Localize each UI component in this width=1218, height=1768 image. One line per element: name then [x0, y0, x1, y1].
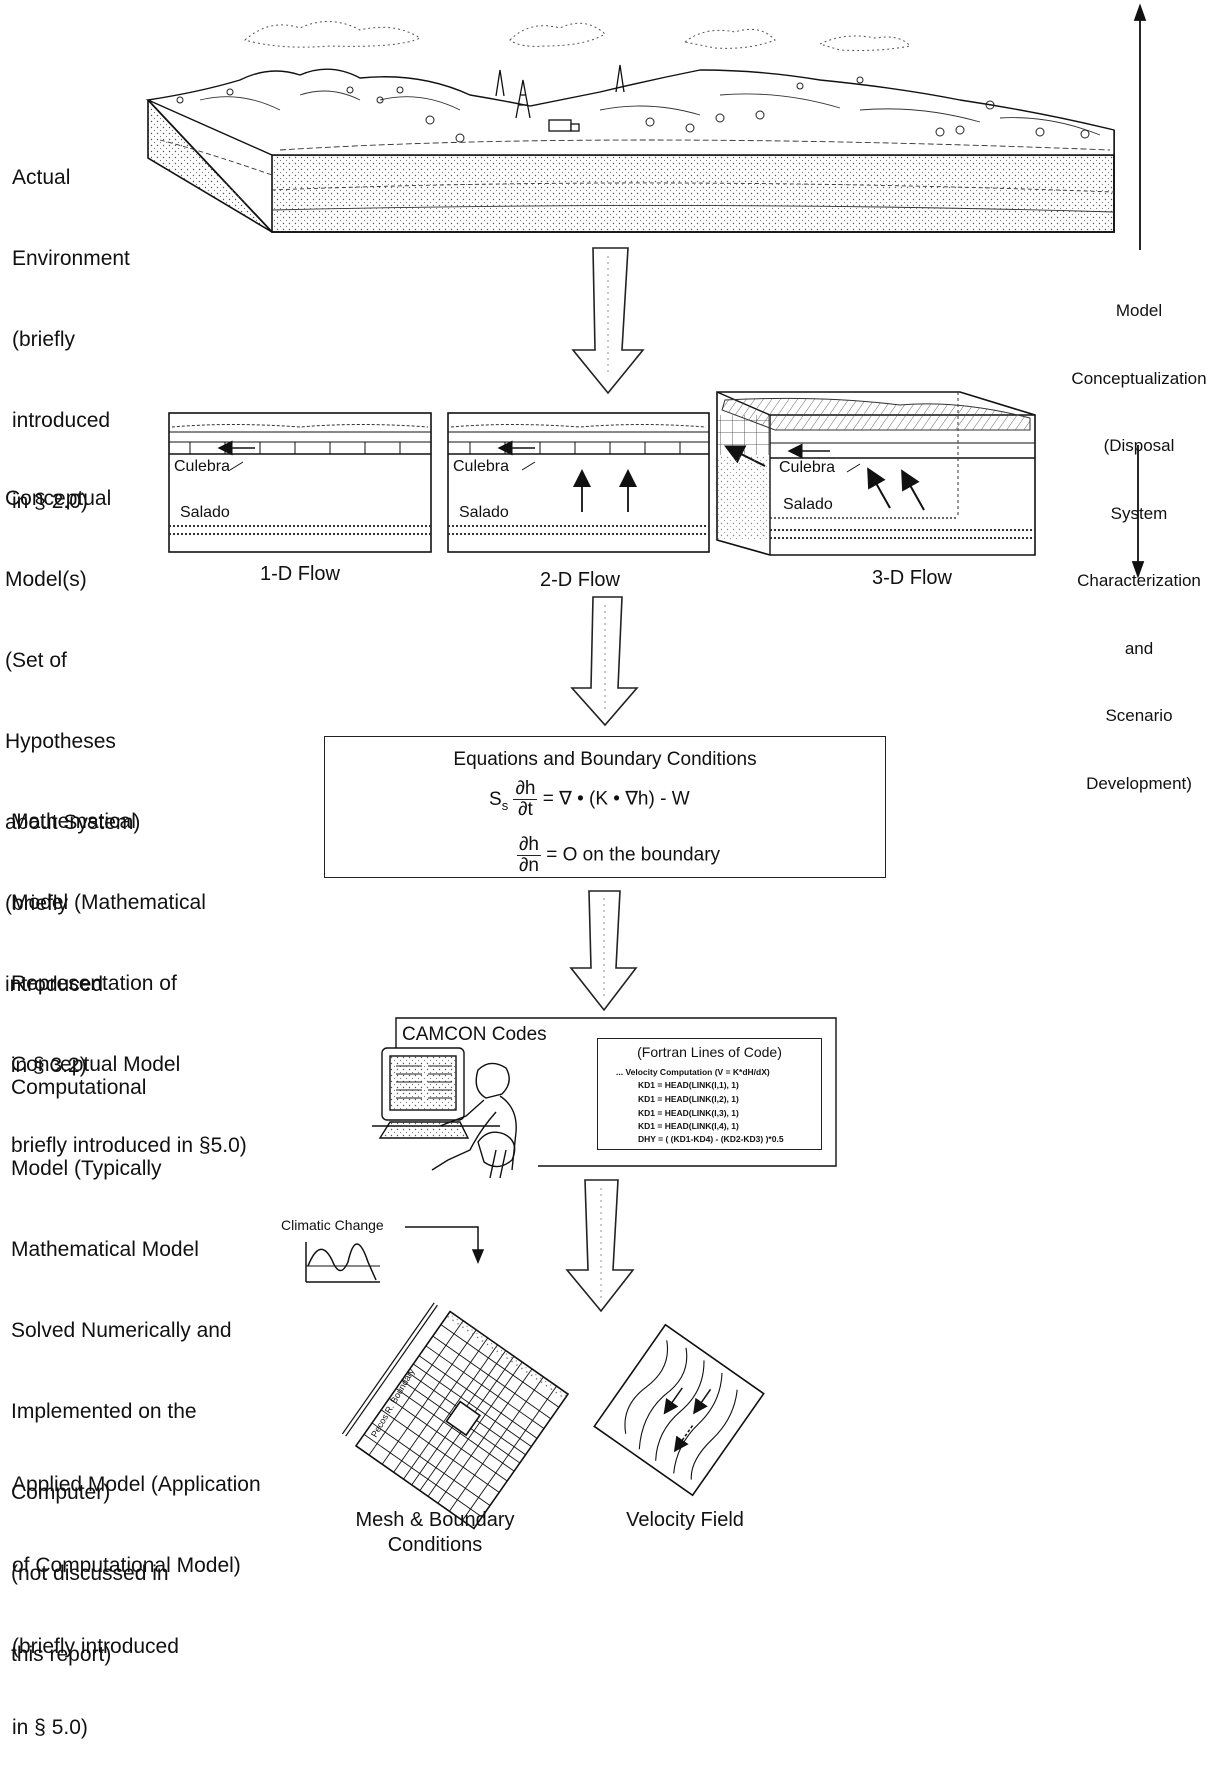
- side-line: Characterization: [1077, 571, 1201, 590]
- level-line: Representation of: [11, 972, 177, 995]
- level-line: Conceptual Model: [11, 1053, 181, 1076]
- level-line: Computer): [11, 1481, 111, 1504]
- level-applied-model: Applied Model (Application of Computatio…: [12, 1417, 261, 1768]
- level-line: (briefly introduced: [12, 1635, 179, 1658]
- equations-title: Equations and Boundary Conditions: [453, 749, 757, 770]
- level-mathematical-model: Mathematical Model (Mathematical Represe…: [11, 754, 247, 1186]
- code-line: KD1 = HEAD(LINK(I,3), 1): [638, 1108, 739, 1118]
- side-line: Development): [1086, 773, 1192, 793]
- level-line: Hypotheses: [5, 730, 116, 753]
- level-actual-environment: Actual Environment (briefly introduced i…: [12, 110, 130, 542]
- equation-rhs: = ∇ • (K • ∇h) - W: [542, 788, 690, 810]
- caption-1d-flow: 1-D Flow: [259, 563, 340, 585]
- caption-mesh-boundary: Mesh & Boundary Conditions: [320, 1508, 550, 1558]
- fortran-code-box: (Fortran Lines of Code) ... Velocity Com…: [597, 1038, 822, 1150]
- caption-3d-flow: 3-D Flow: [871, 567, 952, 589]
- level-line: Mathematical Model: [11, 1238, 199, 1261]
- normal-derivative: ∂h ∂n: [517, 834, 541, 876]
- code-line: KD1 = HEAD(LINK(I,1), 1): [638, 1080, 739, 1090]
- flow-arrows: [565, 247, 645, 1313]
- level-line: (briefly: [12, 328, 76, 351]
- code-line: KD1 = HEAD(LINK(I,2), 1): [638, 1094, 739, 1104]
- climatic-change-label: Climatic Change: [281, 1217, 384, 1233]
- level-line: Model (Typically: [11, 1157, 162, 1180]
- level-line: Conceptual: [5, 487, 112, 510]
- layer-label-culebra: Culebra: [174, 458, 231, 475]
- layer-label-salado: Salado: [459, 504, 509, 521]
- caption-line: Mesh & Boundary: [355, 1509, 515, 1531]
- level-line: Mathematical: [11, 810, 136, 833]
- code-line: KD1 = HEAD(LINK(I,4), 1): [638, 1121, 739, 1131]
- layer-label-culebra: Culebra: [453, 458, 510, 475]
- level-line: in § 5.0): [12, 1716, 88, 1739]
- code-box-title: (Fortran Lines of Code): [637, 1044, 782, 1060]
- level-line: in § 3.2): [5, 1054, 87, 1077]
- model-conceptualization-label: Model Conceptualization (Disposal System…: [1062, 255, 1216, 818]
- level-line: about System): [5, 811, 141, 834]
- level-line: introduced: [5, 973, 104, 996]
- panel-1d-flow: [168, 412, 432, 553]
- panel-2d-flow: [447, 412, 710, 553]
- side-line: and: [1124, 638, 1154, 658]
- layer-label-culebra: Culebra: [779, 459, 836, 476]
- level-line: (Set of: [5, 649, 67, 672]
- code-line: ... Velocity Computation (V = K*dH/dX): [616, 1067, 770, 1077]
- camcon-title: CAMCON Codes: [402, 1024, 547, 1045]
- environment-block-diagram: [145, 20, 1115, 233]
- mesh-illustration: [341, 1302, 570, 1530]
- time-derivative: ∂h ∂t: [513, 778, 538, 820]
- level-line: Applied Model (Application: [12, 1473, 261, 1496]
- side-line: (Disposal: [1103, 436, 1175, 455]
- caption-velocity-field: Velocity Field: [626, 1509, 744, 1531]
- caption-2d-flow: 2-D Flow: [539, 569, 620, 591]
- equations-box: Equations and Boundary Conditions Ss ∂h …: [324, 736, 886, 878]
- governing-equation: Ss ∂h ∂t = ∇ • (K • ∇h) - W: [489, 779, 690, 820]
- caption-line: Conditions: [387, 1534, 483, 1556]
- side-line: Scenario: [1105, 706, 1173, 725]
- boundary-condition-rhs: = O on the boundary: [546, 844, 721, 866]
- boundary-condition: ∂h ∂n = O on the boundary: [517, 835, 720, 876]
- level-line: Model(s): [5, 568, 87, 591]
- code-line: DHY = ( (KD1-KD4) - (KD2-KD3) )*0.5: [638, 1134, 784, 1144]
- side-line: System: [1110, 503, 1168, 523]
- layer-label-salado: Salado: [783, 496, 833, 513]
- level-line: Environment: [12, 247, 130, 270]
- level-line: Implemented on the: [11, 1400, 197, 1423]
- level-line: introduced: [12, 409, 111, 432]
- level-line: Solved Numerically and: [11, 1319, 232, 1342]
- level-line: briefly introduced in §5.0): [11, 1134, 247, 1157]
- computer-operator-illustration: [372, 1017, 837, 1179]
- side-line: Conceptualization: [1071, 368, 1207, 388]
- level-line: Model (Mathematical: [11, 891, 206, 914]
- layer-label-salado: Salado: [180, 504, 230, 521]
- velocity-field-illustration: [593, 1323, 765, 1497]
- level-line: of Computational Model): [12, 1554, 241, 1577]
- level-line: (briefly: [5, 892, 69, 915]
- side-line: Model: [1115, 301, 1163, 320]
- storage-coefficient: Ss: [489, 788, 509, 813]
- level-line: Computational: [11, 1076, 147, 1099]
- panel-3d-flow: [716, 391, 1036, 556]
- conceptualization-arrow: [1131, 3, 1147, 579]
- level-conceptual-model: Conceptual Model(s) (Set of Hypotheses a…: [5, 431, 140, 1106]
- climatic-change-graph: [305, 1226, 485, 1283]
- level-line: in § 2.0): [12, 490, 88, 513]
- level-line: Actual: [12, 166, 71, 189]
- diagram-artwork: Pecos R. Boundary: [145, 3, 1147, 1530]
